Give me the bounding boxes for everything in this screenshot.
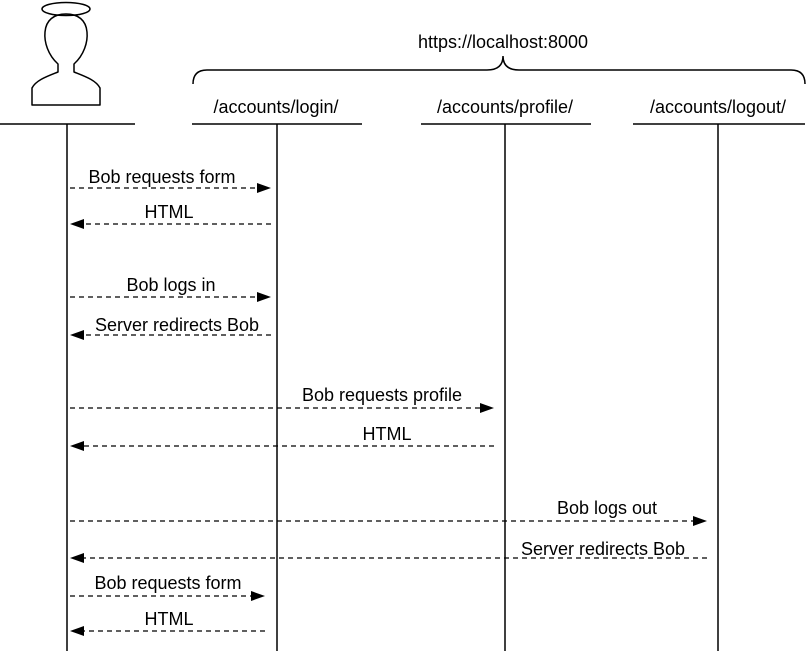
message-label: Bob requests form bbox=[94, 573, 241, 593]
message-arrow bbox=[70, 441, 494, 451]
message-arrow bbox=[70, 183, 271, 193]
message-label: Server redirects Bob bbox=[95, 315, 259, 335]
message-label: Bob logs out bbox=[557, 498, 657, 518]
message-label: Bob requests form bbox=[88, 167, 235, 187]
endpoint-label-logout: /accounts/logout/ bbox=[650, 97, 786, 117]
server-brace bbox=[192, 55, 806, 85]
endpoint-label-profile: /accounts/profile/ bbox=[437, 97, 573, 117]
message-arrow bbox=[70, 626, 265, 636]
message-arrow bbox=[70, 330, 271, 340]
message-label: HTML bbox=[145, 202, 194, 222]
message-label: Bob logs in bbox=[126, 275, 215, 295]
user-with-halo-icon bbox=[31, 1, 101, 106]
message-arrow bbox=[70, 292, 271, 302]
message-label: HTML bbox=[145, 609, 194, 629]
message-arrow bbox=[70, 553, 707, 563]
endpoint-label-login: /accounts/login/ bbox=[213, 97, 338, 117]
message-arrow bbox=[70, 591, 265, 601]
message-arrow bbox=[70, 516, 707, 526]
message-label: HTML bbox=[363, 424, 412, 444]
message-label: Bob requests profile bbox=[302, 385, 462, 405]
message-arrow bbox=[70, 403, 494, 413]
message-arrow bbox=[70, 219, 271, 229]
server-url: https://localhost:8000 bbox=[418, 32, 588, 52]
message-label: Server redirects Bob bbox=[521, 539, 685, 559]
